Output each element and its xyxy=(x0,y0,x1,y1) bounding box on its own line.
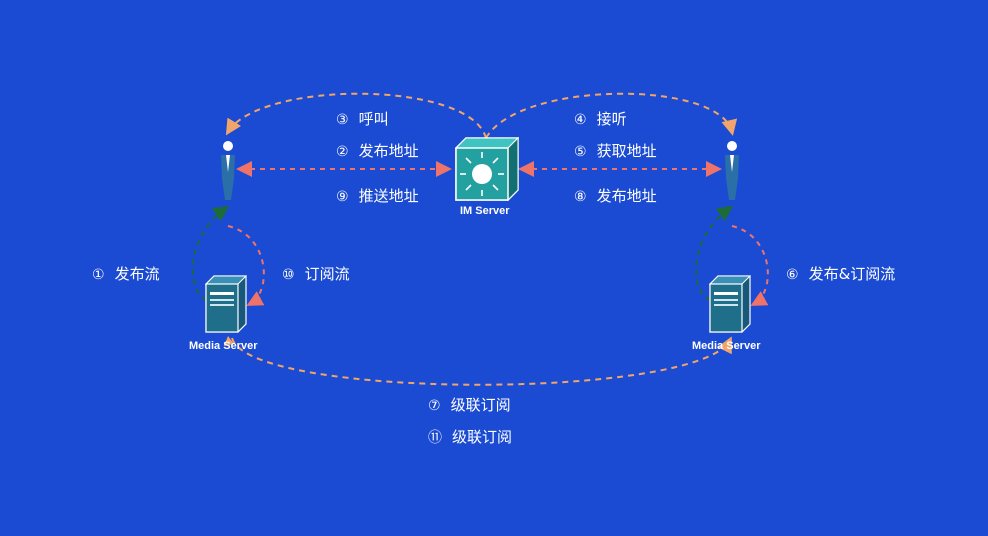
person-icon-right xyxy=(725,141,739,200)
im-server-label: IM Server xyxy=(460,205,510,217)
step-number: ③ xyxy=(336,112,349,128)
step-text: 获取地址 xyxy=(596,142,657,160)
step-number: ⑤ xyxy=(574,144,587,160)
server-tower-icon-right xyxy=(708,275,752,333)
step-number: ⑦ xyxy=(428,398,441,414)
step-text: 推送地址 xyxy=(358,187,419,205)
step-label-publish-address: ② 发布地址 xyxy=(336,142,419,161)
step-label-get-address: ⑤ 获取地址 xyxy=(574,142,657,161)
step-label-subscribe-stream: ⑩ 订阅流 xyxy=(282,265,350,284)
step-number: ⑥ xyxy=(786,267,799,283)
step-text: 订阅流 xyxy=(304,265,350,283)
subscribe-loop-right xyxy=(731,225,769,306)
step-text: 发布地址 xyxy=(596,187,657,205)
step-number: ② xyxy=(336,144,349,160)
step-text: 级联订阅 xyxy=(450,396,511,414)
step-number: ⑧ xyxy=(574,189,587,205)
step-text: 接听 xyxy=(596,110,627,128)
call-arc-left xyxy=(225,92,487,139)
step-text: 发布地址 xyxy=(358,142,419,160)
step-number: ⑪ xyxy=(428,430,442,446)
switch-router-icon xyxy=(454,136,520,202)
step-label-answer: ④ 接听 xyxy=(574,110,627,129)
media-server-left-label: Media Server xyxy=(189,340,258,352)
step-number: ④ xyxy=(574,112,587,128)
call-arc-right xyxy=(485,92,738,139)
step-label-publish-address-2: ⑧ 发布地址 xyxy=(574,187,657,206)
step-label-publish-stream: ① 发布流 xyxy=(92,265,160,284)
step-label-call: ③ 呼叫 xyxy=(336,110,389,129)
server-tower-icon-left xyxy=(204,275,248,333)
step-label-cascade-subscribe: ⑦ 级联订阅 xyxy=(428,396,511,415)
person-icon-left xyxy=(221,141,235,200)
step-number: ① xyxy=(92,267,105,283)
cascade-arc-start-head xyxy=(224,336,234,346)
subscribe-loop-left xyxy=(227,225,265,306)
cascade-arc xyxy=(231,336,732,386)
step-label-push-address: ⑨ 推送地址 xyxy=(336,187,419,206)
step-text: 呼叫 xyxy=(358,110,389,128)
publish-loop-right xyxy=(695,205,734,301)
media-server-right-label: Media Server xyxy=(692,340,761,352)
step-text: 级联订阅 xyxy=(452,428,513,446)
step-text: 发布流 xyxy=(114,265,160,283)
step-label-publish-subscribe-stream: ⑥ 发布&订阅流 xyxy=(786,265,895,284)
step-number: ⑩ xyxy=(282,267,295,283)
step-number: ⑨ xyxy=(336,189,349,205)
publish-loop-left xyxy=(191,205,230,301)
step-label-cascade-subscribe-2: ⑪ 级联订阅 xyxy=(428,428,512,447)
step-text: 发布&订阅流 xyxy=(808,265,896,283)
